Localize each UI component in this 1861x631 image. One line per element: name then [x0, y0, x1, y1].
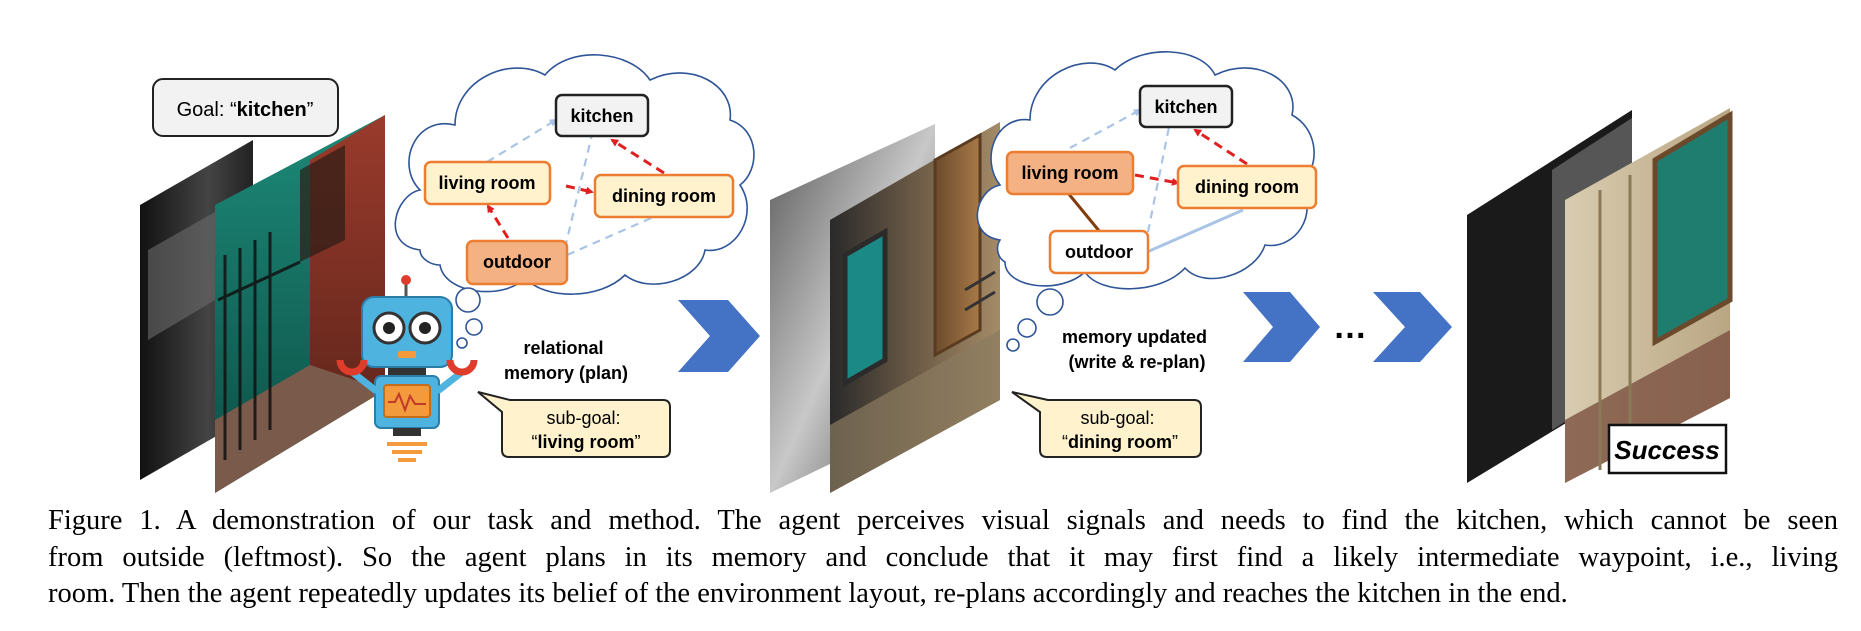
caption-line-3: room. Then the agent repeatedly updates … — [48, 578, 1568, 609]
ellipsis: … — [1333, 308, 1367, 346]
node-kitchen-updated: kitchen — [1138, 84, 1234, 129]
svg-text:kitchen: kitchen — [1154, 97, 1217, 117]
observation-frames-end — [1467, 108, 1733, 483]
svg-text:living room: living room — [438, 173, 535, 193]
svg-text:living room: living room — [1021, 163, 1118, 183]
svg-text:Success: Success — [1614, 435, 1720, 465]
svg-text:Goal: “kitchen”: Goal: “kitchen” — [177, 99, 314, 121]
goal-prefix: Goal: “ — [177, 99, 237, 121]
goal-suffix: ” — [307, 99, 314, 121]
observation-frames-middle — [770, 122, 1000, 493]
node-outdoor-updated: outdoor — [1048, 229, 1150, 275]
node-dining-room-updated: dining room — [1176, 164, 1318, 210]
subgoal-callout-1: sub-goal: “living room” — [477, 391, 671, 458]
node-kitchen: kitchen — [554, 93, 650, 138]
caption-line-2: from outside (leftmost). So the agent pl… — [48, 541, 1838, 573]
subgoal-callout-2: sub-goal: “dining room” — [1011, 391, 1202, 458]
memory-updated-label: memory updated (write & re-plan) — [1062, 327, 1212, 372]
node-living-room: living room — [423, 160, 552, 206]
svg-text:sub-goal: “dining room”: sub-goal: “dining room” — [1062, 408, 1178, 452]
svg-text:sub-goal: “living room”: sub-goal: “living room” — [531, 408, 640, 452]
node-dining-room: dining room — [593, 173, 735, 219]
goal-word: kitchen — [237, 99, 307, 121]
observation-frames-start — [140, 115, 385, 493]
caption-line-1: Figure 1. A demonstration of our task an… — [48, 505, 1838, 536]
robot-agent — [336, 275, 478, 462]
svg-text:kitchen: kitchen — [570, 106, 633, 126]
memory-plan-cloud: kitchen living room dining room outdoor — [394, 54, 755, 349]
node-living-room-updated: living room — [1005, 150, 1135, 196]
progress-arrow-2 — [1243, 292, 1320, 362]
memory-plan-label: relational memory (plan) — [504, 338, 628, 383]
memory-updated-cloud: kitchen living room dining room outdoor — [976, 51, 1318, 352]
svg-text:outdoor: outdoor — [1065, 242, 1133, 262]
svg-text:dining room: dining room — [1195, 177, 1299, 197]
svg-text:outdoor: outdoor — [483, 252, 551, 272]
node-outdoor: outdoor — [465, 239, 569, 286]
progress-arrow-3 — [1373, 292, 1452, 362]
svg-text:dining room: dining room — [612, 186, 716, 206]
progress-arrow-1 — [678, 300, 760, 372]
figure-caption: Figure 1. A demonstration of our task an… — [48, 503, 1838, 613]
success-label: Success — [1607, 423, 1728, 475]
goal-box: Goal: “kitchen” — [152, 78, 339, 137]
